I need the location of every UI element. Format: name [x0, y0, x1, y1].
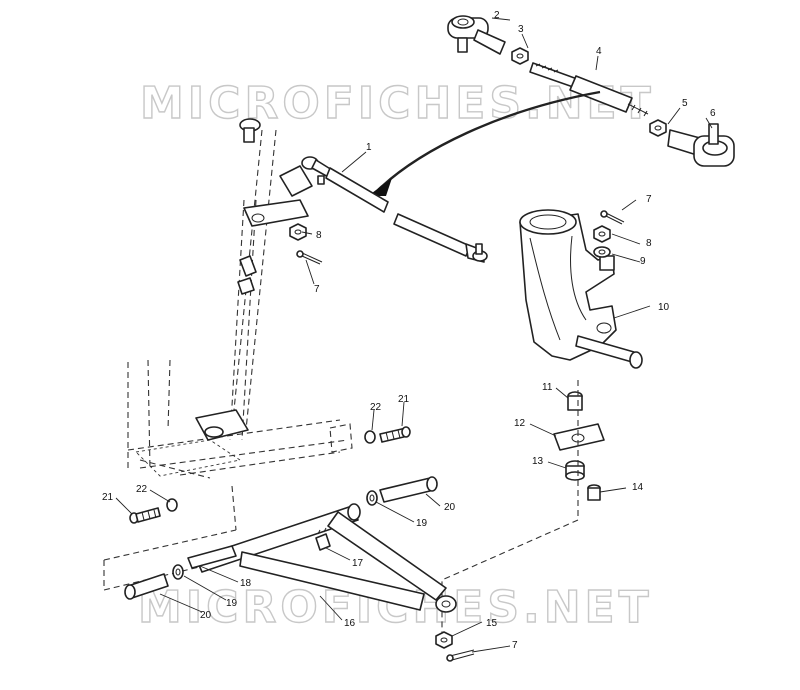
bolt-14 — [587, 484, 601, 501]
callout-7-left: 7 — [314, 284, 320, 295]
callout-7-bottom: 7 — [512, 640, 518, 651]
jam-nut-3 — [511, 47, 529, 65]
ball-joint-13 — [565, 460, 585, 481]
steering-post — [229, 118, 313, 441]
callout-labels: 2 3 4 5 6 1 8 7 7 8 9 10 11 12 13 14 22 … — [102, 10, 716, 651]
callout-5: 5 — [682, 98, 688, 109]
ball-joint-axis — [441, 380, 579, 640]
tie-rod-1 — [301, 156, 488, 263]
callout-13: 13 — [532, 456, 544, 467]
callout-1: 1 — [366, 142, 372, 153]
bolt-21-left — [129, 507, 161, 524]
callout-22-right: 22 — [370, 402, 382, 413]
castle-nut-8-left — [289, 223, 307, 241]
grease-fitting-17 — [315, 527, 331, 551]
castle-nut-15 — [435, 631, 453, 649]
callout-21-left: 21 — [102, 492, 114, 503]
jam-nut-5 — [649, 119, 667, 137]
callout-7-right: 7 — [646, 194, 652, 205]
tie-rod-adjuster-4 — [529, 62, 649, 117]
cotter-pin-7-bottom — [446, 649, 475, 662]
callout-14: 14 — [632, 482, 644, 493]
callout-19-right: 19 — [416, 518, 428, 529]
washer-9 — [593, 246, 611, 258]
callout-12: 12 — [514, 418, 526, 429]
callout-6: 6 — [710, 108, 716, 119]
callout-16: 16 — [344, 618, 356, 629]
callout-4: 4 — [596, 46, 602, 57]
callout-11: 11 — [542, 382, 553, 393]
bolt-11 — [567, 391, 583, 411]
washer-22-right — [364, 430, 376, 444]
callout-18: 18 — [240, 578, 252, 589]
plate-12 — [553, 423, 605, 451]
callout-20-left: 20 — [200, 610, 212, 621]
bolt-21-right — [379, 426, 411, 443]
bushing-20-left — [124, 573, 169, 600]
cotter-pin-7-right — [600, 210, 625, 225]
cotter-pin-7-left — [296, 250, 323, 265]
callout-10: 10 — [658, 302, 670, 313]
bushing-20-right — [379, 476, 438, 503]
callout-20-right: 20 — [444, 502, 456, 513]
callout-21-right: 21 — [398, 394, 410, 405]
frame-dashed — [103, 359, 353, 591]
spindle-knuckle-10 — [519, 209, 643, 369]
washer-19-left — [172, 564, 184, 580]
assembly-arrow — [368, 90, 601, 196]
callout-17: 17 — [352, 558, 364, 569]
callout-15: 15 — [486, 618, 498, 629]
washer-19-right — [366, 490, 378, 506]
castle-nut-8-right — [593, 225, 611, 243]
tie-rod-end-6 — [667, 123, 735, 167]
tie-rod-end-2 — [447, 15, 506, 55]
a-arm-16 — [187, 503, 457, 613]
watermark-top: MICROFICHES.NET — [140, 78, 655, 129]
callout-2: 2 — [494, 10, 500, 21]
leader-lines — [115, 17, 713, 653]
callout-19-left: 19 — [226, 598, 238, 609]
callout-3: 3 — [518, 24, 524, 35]
callout-8-left: 8 — [316, 230, 322, 241]
callout-9: 9 — [640, 256, 646, 267]
callout-22-left: 22 — [136, 484, 148, 495]
callout-8-right: 8 — [646, 238, 652, 249]
